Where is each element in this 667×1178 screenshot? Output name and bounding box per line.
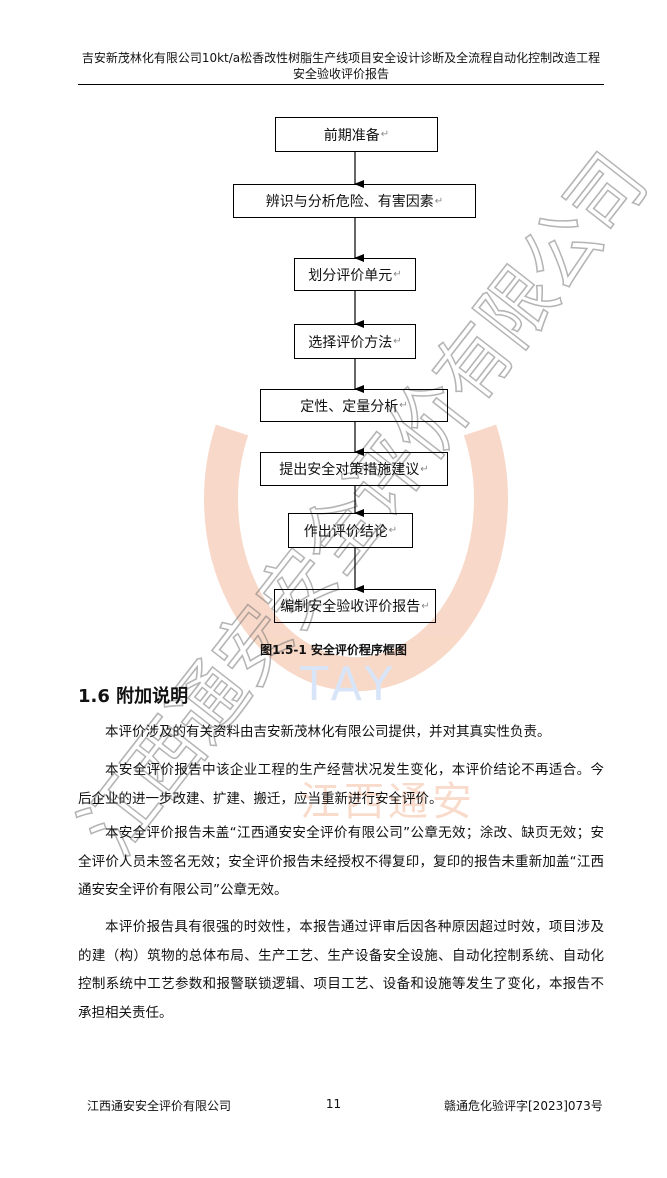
page-header: 吉安新茂林化有限公司10kt/a松香改性树脂生产线项目安全设计诊断及全流程自动化… [78,50,604,82]
flow-step-divide-units: 划分评价单元↵ [294,258,416,291]
footer-report-code: 赣通危化验评字[2023]073号 [444,1099,603,1113]
paragraph-3: 本安全评价报告未盖“江西通安安全评价有限公司”公章无效；涂改、缺页无效；安全评价… [78,825,604,898]
flow-step-label: 定性、定量分析 [300,398,399,415]
figure-caption: 图1.5-1 安全评价程序框图 [260,643,407,657]
flow-step-label: 选择评价方法 [308,334,393,351]
header-title-line2: 安全验收评价报告 [292,67,389,81]
page-number: 11 [325,1097,342,1111]
section-heading: 1.6 附加说明 [78,686,189,707]
flow-step-label: 划分评价单元 [308,267,393,284]
header-rule [78,84,604,85]
flow-step-prepare: 前期准备↵ [275,117,438,152]
flow-step-label: 辨识与分析危险、有害因素 [265,194,434,210]
paragraph-1: 本评价涉及的有关资料由吉安新茂林化有限公司提供，并对其真实性负责。 [105,724,551,740]
flow-step-label: 提出安全对策措施建议 [279,462,420,478]
header-title-line1: 吉安新茂林化有限公司10kt/a松香改性树脂生产线项目安全设计诊断及全流程自动化… [81,51,601,65]
flow-step-conclusion: 作出评价结论↵ [288,513,413,548]
flow-step-compile-report: 编制安全验收评价报告↵ [274,589,436,623]
flow-step-countermeasures: 提出安全对策措施建议↵ [260,452,448,486]
flow-step-identify-hazards: 辨识与分析危险、有害因素↵ [233,184,476,218]
footer-company: 江西通安安全评价有限公司 [87,1099,232,1113]
paragraph-4: 本评价报告具有很强的时效性，本报告通过评审后因各种原因超过时效，项目涉及的建（构… [78,919,604,1021]
flow-step-label: 作出评价结论 [303,523,388,540]
flow-step-label: 编制安全验收评价报告 [280,599,421,615]
flowchart-arrows [354,152,364,593]
flowchart: 前期准备↵ 辨识与分析危险、有害因素↵ 划分评价单元↵ 选择评价方法↵ 定性、定… [233,117,476,623]
flow-step-label: 前期准备 [323,127,380,144]
paragraph-2: 本安全评价报告中该企业工程的生产经营状况发生变化，本评价结论不再适合。今后企业的… [78,762,604,807]
flow-step-analysis: 定性、定量分析↵ [260,389,448,422]
flow-step-select-methods: 选择评价方法↵ [294,324,416,359]
